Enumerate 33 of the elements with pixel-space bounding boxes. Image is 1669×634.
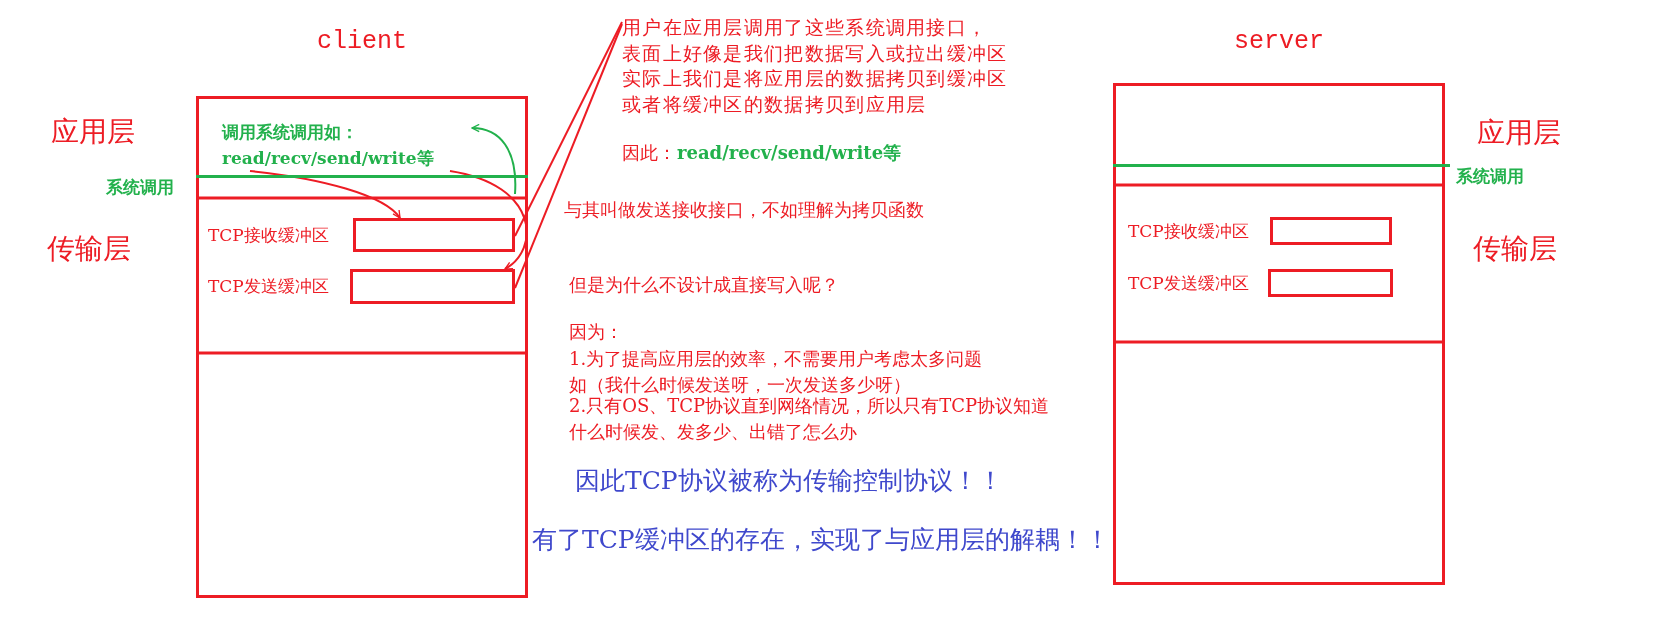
buffer-label: TCP接收缓冲区 <box>1128 220 1249 243</box>
layer-label: 应用层 <box>51 114 135 150</box>
buffer-label: TCP发送缓冲区 <box>1128 272 1249 295</box>
annotation-line: 用户在应用层调用了这些系统调用接口， <box>622 15 988 40</box>
conclusion-text: 因此TCP协议被称为传输控制协议！！ <box>575 465 1003 497</box>
note-text: 因为： <box>569 320 623 344</box>
curved-arrow <box>249 170 401 219</box>
note-text: 2.只有OS、TCP协议直到网络情况，所以只有TCP协议知道 <box>569 394 1050 418</box>
leader-line <box>514 23 623 289</box>
annotation-text: 调用系统调用如： read/recv/send/write等 <box>222 119 472 171</box>
note-text: 如（我什么时候发送呀，一次发送多少呀） <box>569 373 911 397</box>
annotation-line: 或者将缓冲区的数据拷贝到应用层 <box>622 91 927 117</box>
layer-label: 应用层 <box>1477 115 1561 151</box>
column-heading: server <box>1233 26 1325 58</box>
column-heading: client <box>316 26 408 58</box>
annotation-line: 实际上我们是将应用层的数据拷贝到缓冲区 <box>622 66 1008 91</box>
note-text: 什么时候发、发多少、出错了怎么办 <box>569 420 857 444</box>
system-call-label: 系统调用 <box>106 175 174 199</box>
conclusion-text: 有了TCP缓冲区的存在，实现了与应用层的解耦！！ <box>532 524 1110 556</box>
note-text: read/recv/send/write等 <box>677 141 902 165</box>
layer-label: 传输层 <box>47 231 131 267</box>
annotation-line: 表面上好像是我们把数据写入或拉出缓冲区 <box>622 40 1008 66</box>
layer-label: 传输层 <box>1473 231 1557 267</box>
curved-arrow <box>449 170 528 270</box>
leader-line <box>514 21 623 237</box>
buffer-label: TCP发送缓冲区 <box>208 275 329 298</box>
note-text: 与其叫做发送接收接口，不如理解为拷贝函数 <box>564 198 924 222</box>
note-text: 因此： <box>622 141 676 165</box>
system-call-label: 系统调用 <box>1456 164 1524 188</box>
note-text: 1.为了提高应用层的效率，不需要用户考虑太多问题 <box>569 347 983 371</box>
buffer-label: TCP接收缓冲区 <box>208 224 329 247</box>
note-text: 但是为什么不设计成直接写入呢？ <box>569 273 839 297</box>
curved-arrow <box>471 124 517 195</box>
